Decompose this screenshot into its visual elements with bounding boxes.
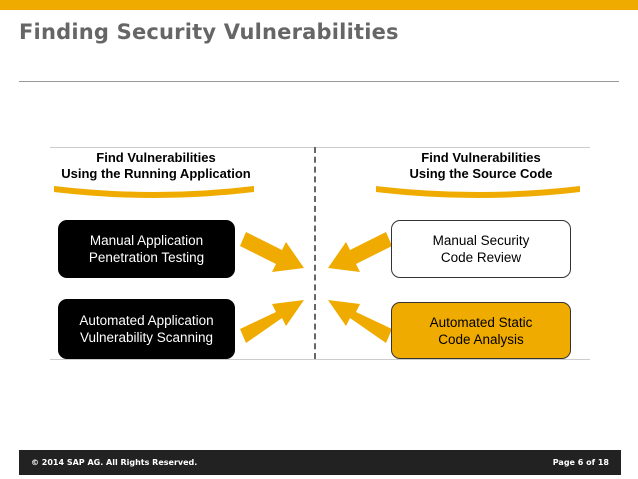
top-accent-bar <box>0 0 638 10</box>
title-divider <box>19 81 619 82</box>
arrow-manual-pentest <box>240 232 304 272</box>
right-column-heading: Find Vulnerabilities Using the Source Co… <box>380 150 582 182</box>
box-line: Penetration Testing <box>88 250 205 265</box>
box-line: Vulnerability Scanning <box>79 330 214 345</box>
diagram-top-rule <box>50 147 590 148</box>
right-heading-brace-arrow <box>376 186 580 198</box>
slide-title: Finding Security Vulnerabilities <box>19 20 399 44</box>
copyright-text: © 2014 SAP AG. All Rights Reserved. <box>31 458 198 467</box>
page-number: Page 6 of 18 <box>552 458 609 467</box>
box-line: Code Review <box>440 250 522 265</box>
left-column-heading: Find Vulnerabilities Using the Running A… <box>50 150 262 182</box>
arrow-manual-code-review <box>328 232 392 272</box>
box-line: Automated Static <box>429 314 533 330</box>
box-line: Automated Application <box>79 313 214 328</box>
box-automated-vulnerability-scanning: Automated Application Vulnerability Scan… <box>58 299 235 359</box>
right-heading-line2: Using the Source Code <box>409 166 553 181</box>
arrow-static-analysis <box>328 300 392 343</box>
diagram-bottom-rule <box>50 359 590 360</box>
left-heading-brace-arrow <box>54 186 254 198</box>
center-dashed-divider <box>314 147 316 359</box>
box-line: Manual Application <box>89 233 204 248</box>
box-automated-static-code-analysis: Automated Static Code Analysis <box>391 302 571 359</box>
box-manual-security-code-review: Manual Security Code Review <box>391 220 571 278</box>
left-heading-line1: Find Vulnerabilities <box>96 150 216 165</box>
arrow-automated-scanning <box>240 300 304 343</box>
footer-bar: © 2014 SAP AG. All Rights Reserved. Page… <box>19 450 621 475</box>
box-line: Code Analysis <box>438 331 524 347</box>
box-manual-penetration-testing: Manual Application Penetration Testing <box>58 220 235 278</box>
right-heading-line1: Find Vulnerabilities <box>421 150 541 165</box>
box-line: Manual Security <box>432 233 530 248</box>
left-heading-line2: Using the Running Application <box>61 166 251 181</box>
